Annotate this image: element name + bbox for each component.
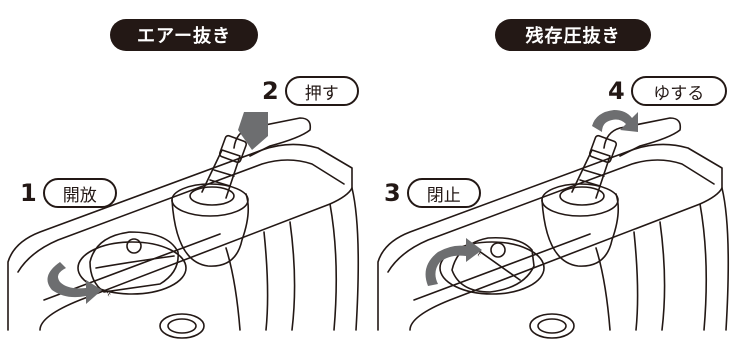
tank-body-curve-1 <box>351 187 360 331</box>
push-arrow <box>238 112 268 150</box>
tank-body-curve-5 <box>225 247 241 331</box>
valve-flange <box>171 183 249 217</box>
step-4-label: ゆする <box>630 76 727 106</box>
drain-knob <box>451 236 535 293</box>
air-release-panel: ♯ エアー抜き 1 開放 2 押す <box>0 0 369 344</box>
tank-body-curve-3 <box>659 221 666 331</box>
finger <box>233 117 312 157</box>
valve-stem <box>571 149 611 199</box>
valve-cap <box>218 134 248 164</box>
valve-flange <box>541 183 619 217</box>
drain-knob <box>89 231 179 293</box>
step-3: 3 閉止 <box>384 178 481 208</box>
tank-body-curve-4 <box>263 231 269 331</box>
valve-stem <box>201 149 241 199</box>
air-release-title: エアー抜き <box>110 19 258 51</box>
step-1-label: 開放 <box>42 178 117 208</box>
step-3-label: 閉止 <box>406 178 481 208</box>
step-3-number: 3 <box>384 179 401 207</box>
air-release-illustration: ♯ <box>7 112 360 339</box>
residual-pressure-illustration: ♯ <box>377 110 730 339</box>
valve-flange-inner <box>559 186 605 206</box>
close-arrow <box>425 238 482 286</box>
step-2-label: 押す <box>284 76 359 106</box>
bottom-port <box>159 313 205 339</box>
tank-body-curve-1 <box>721 187 730 331</box>
valve-cone <box>171 193 250 267</box>
tank-top-outline <box>7 143 353 331</box>
tank-top-inner-edge <box>387 159 715 273</box>
shake-arrow <box>592 110 638 132</box>
tank-top-inner-edge <box>17 159 345 273</box>
step-1-number: 1 <box>20 179 37 207</box>
step-4-number: 4 <box>608 77 625 105</box>
residual-pressure-panel: ♯ 残存圧抜き 3 閉止 4 ゆする <box>370 0 739 344</box>
residual-pressure-title: 残存圧抜き <box>495 19 651 51</box>
bottom-port-inner <box>537 318 567 334</box>
tank-body-curve-3 <box>289 221 296 331</box>
valve-flange-inner <box>189 186 235 206</box>
valve-cone <box>541 193 620 267</box>
svg-text:♯: ♯ <box>475 248 483 260</box>
step-2: 2 押す <box>262 76 359 106</box>
tank-body-curve-2 <box>329 203 338 331</box>
svg-text:♯: ♯ <box>105 288 113 300</box>
tank-body-curve-5 <box>595 247 611 331</box>
finger <box>603 117 682 157</box>
tank-body-curve-4 <box>633 231 639 331</box>
residual-pressure-title-text: 残存圧抜き <box>525 26 621 47</box>
open-arrow <box>47 262 102 304</box>
drain-knob-button <box>490 242 506 258</box>
tank-top-outline <box>377 143 723 331</box>
bottom-port-inner <box>167 318 197 334</box>
drain-knob-button <box>126 238 142 254</box>
drain-knob-base <box>439 241 545 295</box>
step-1: 1 開放 <box>20 178 117 208</box>
step-4: 4 ゆする <box>608 76 727 106</box>
drain-knob-base <box>77 241 187 295</box>
tank-body-curve-2 <box>699 203 708 331</box>
air-release-title-text: エアー抜き <box>137 26 231 47</box>
step-2-number: 2 <box>262 77 279 105</box>
valve-cap <box>588 134 618 164</box>
bottom-port <box>529 313 575 339</box>
